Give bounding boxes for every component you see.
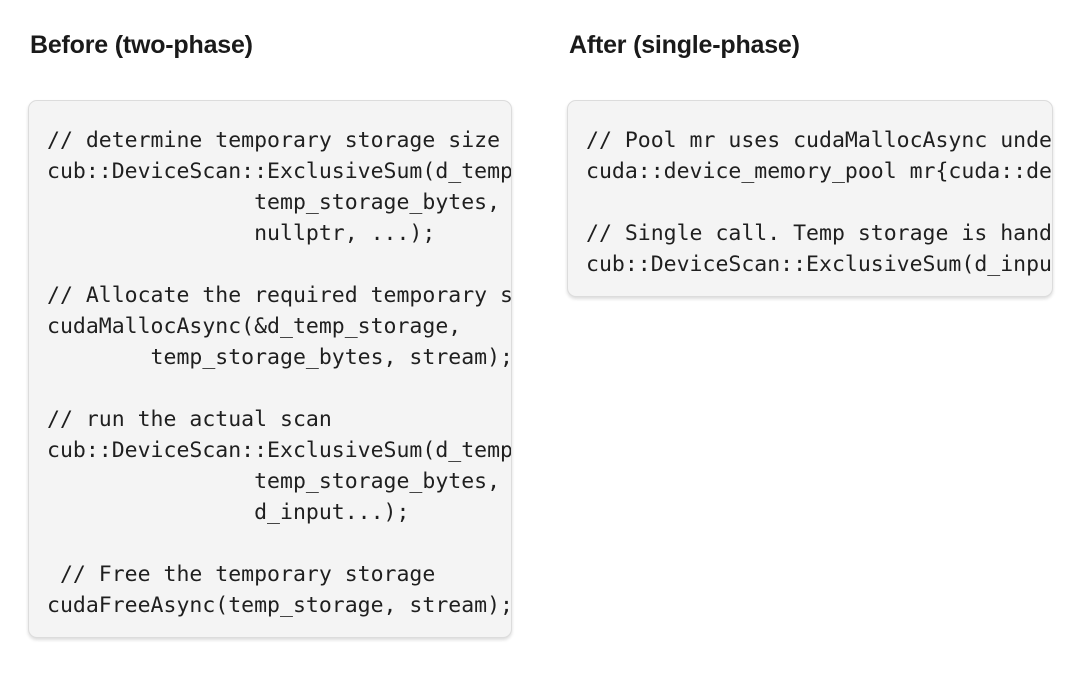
after-code: // Pool mr uses cudaMallocAsync under th…: [586, 128, 1052, 277]
after-heading: After (single-phase): [569, 31, 800, 59]
before-code-block: // determine temporary storage size cub:…: [28, 100, 512, 638]
before-column: Before (two-phase) // determine temporar…: [28, 30, 512, 638]
before-code: // determine temporary storage size cub:…: [47, 128, 511, 618]
after-code-block: // Pool mr uses cudaMallocAsync under th…: [567, 100, 1053, 297]
code-comparison: Before (two-phase) // determine temporar…: [28, 30, 1053, 638]
before-heading: Before (two-phase): [30, 31, 253, 59]
after-column: After (single-phase) // Pool mr uses cud…: [567, 30, 1053, 638]
